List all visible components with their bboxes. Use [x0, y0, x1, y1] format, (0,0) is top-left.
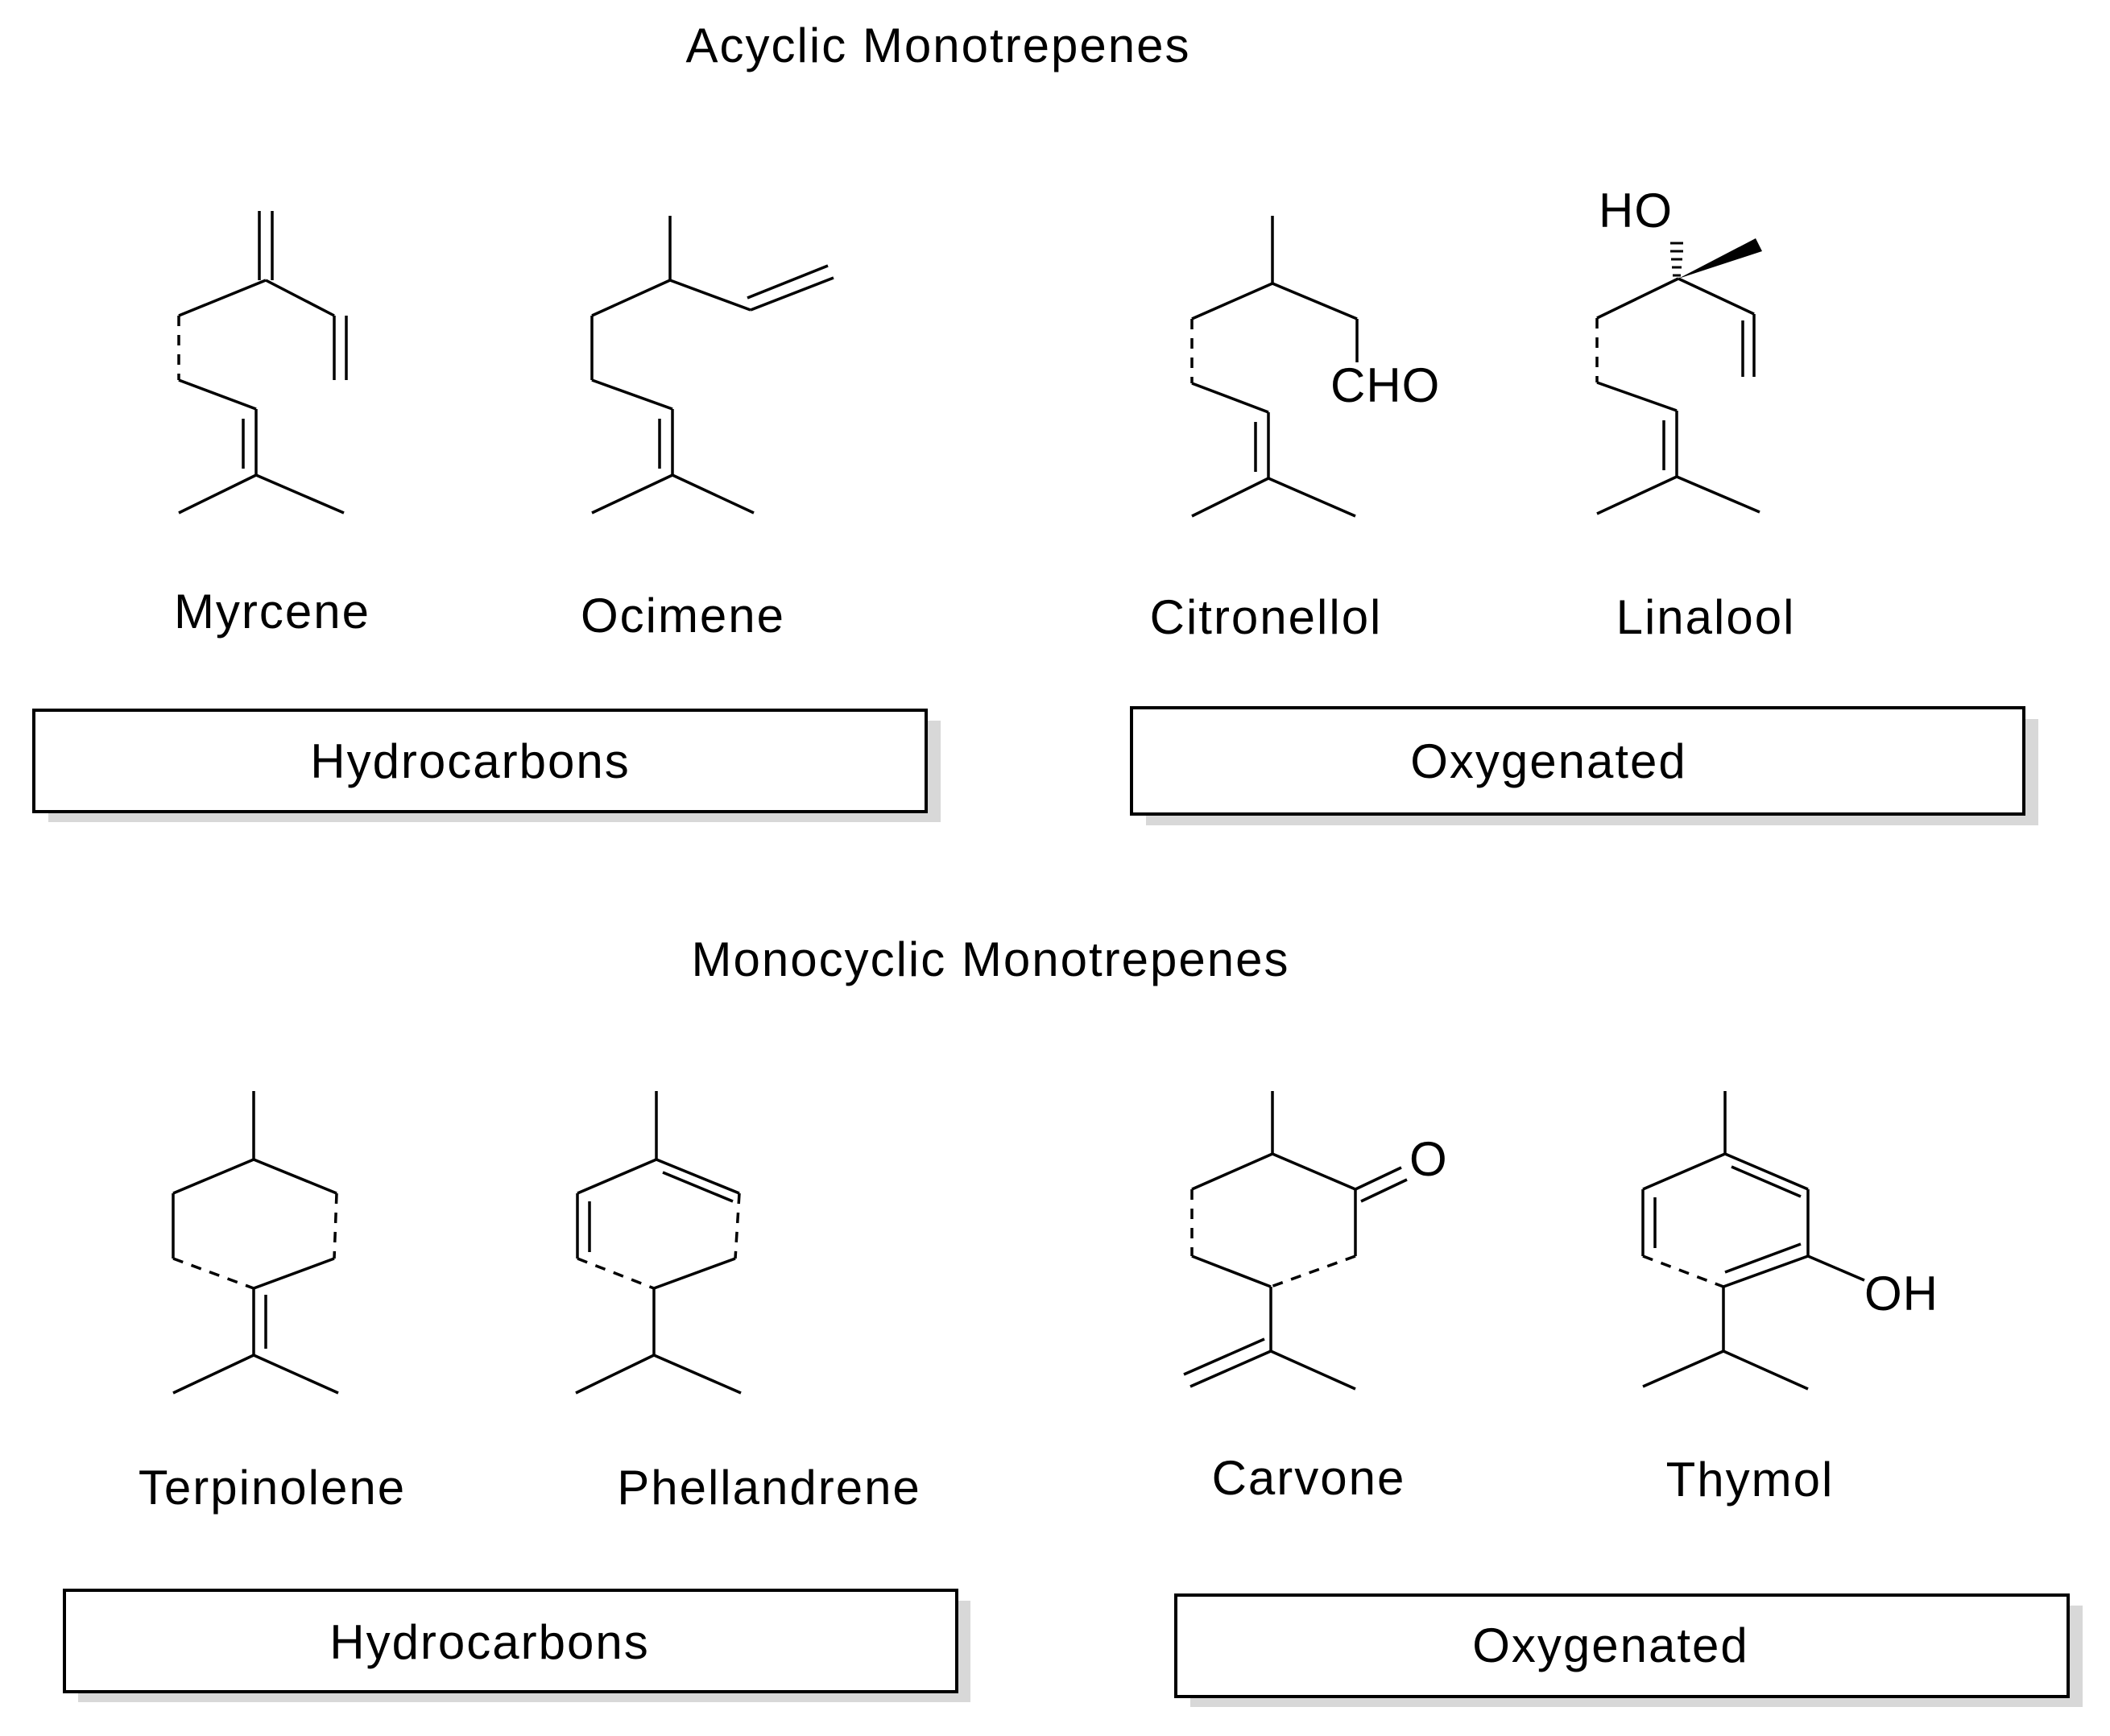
acyclic-section-title: Acyclic Monotrepenes — [686, 19, 1191, 72]
wedge-bond — [1678, 238, 1762, 279]
group-label-oxygenated: Oxygenated — [1410, 734, 1687, 788]
monocyclic-hydrocarbons-box: Hydrocarbons — [63, 1589, 970, 1702]
carvone-structure: O — [1183, 1091, 1448, 1391]
group-label-hydrocarbons: Hydrocarbons — [310, 734, 631, 788]
terpinolene-structure — [172, 1091, 339, 1395]
compound-name-linalool: Linalool — [1616, 590, 1796, 644]
carbonyl-oxygen-label: O — [1409, 1132, 1448, 1186]
aldehyde-label: CHO — [1330, 358, 1440, 412]
group-label-oxygenated-2: Oxygenated — [1472, 1618, 1749, 1672]
ocimene-structure — [590, 216, 834, 515]
compound-name-thymol: Thymol — [1666, 1453, 1835, 1507]
hashed-bond — [1670, 242, 1683, 277]
acyclic-oxygenated-box: Oxygenated — [1130, 706, 2038, 825]
acyclic-hydrocarbons-box: Hydrocarbons — [32, 709, 941, 822]
compound-name-citronellol: Citronellol — [1150, 590, 1383, 644]
monocyclic-section-title: Monocyclic Monotrepenes — [691, 932, 1289, 986]
phenol-hydroxyl-label: OH — [1864, 1267, 1938, 1321]
thymol-structure: OH — [1641, 1091, 1938, 1391]
citronellol-structure: CHO — [1190, 216, 1440, 518]
myrcene-structure — [177, 211, 348, 515]
linalool-structure: HO — [1595, 184, 1762, 515]
compound-name-carvone: Carvone — [1212, 1451, 1406, 1505]
compound-name-ocimene: Ocimene — [581, 589, 785, 643]
compound-name-terpinolene: Terpinolene — [139, 1461, 406, 1515]
group-label-hydrocarbons-2: Hydrocarbons — [329, 1615, 650, 1669]
hydroxyl-label: HO — [1599, 184, 1673, 238]
monocyclic-oxygenated-box: Oxygenated — [1174, 1593, 2083, 1707]
phellandrene-structure — [575, 1091, 742, 1395]
compound-name-myrcene: Myrcene — [174, 585, 370, 639]
compound-name-phellandrene: Phellandrene — [617, 1461, 921, 1515]
